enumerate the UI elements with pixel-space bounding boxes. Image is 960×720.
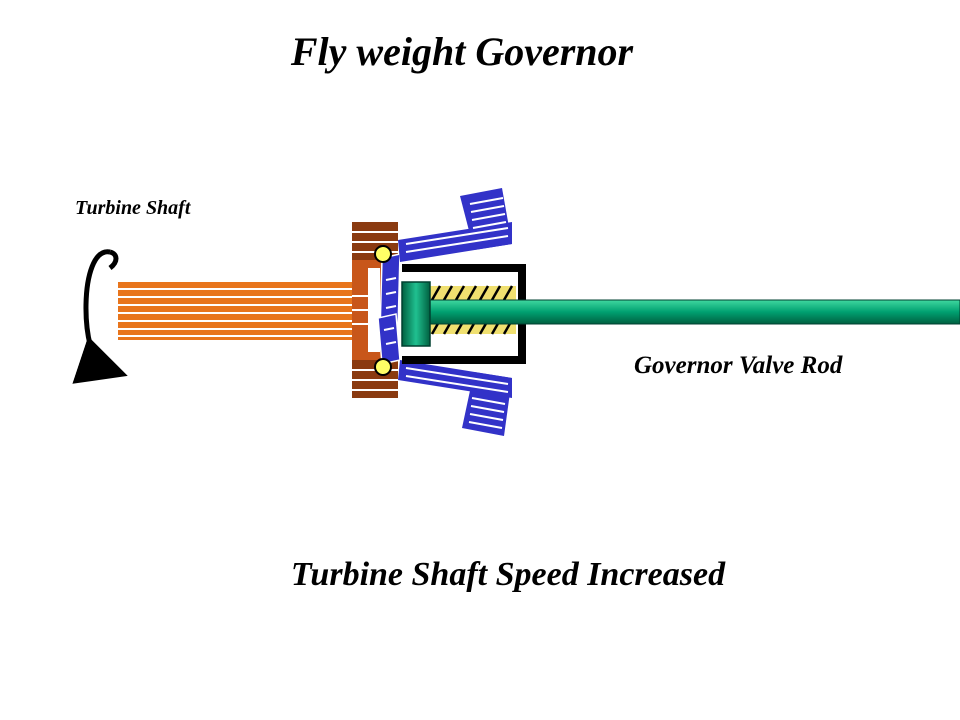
governor-valve-rod <box>401 281 960 347</box>
turbine-shaft-label: Turbine Shaft <box>75 197 191 219</box>
turbine-shaft <box>118 282 358 340</box>
governor-valve-rod-label: Governor Valve Rod <box>634 352 843 379</box>
caption: Turbine Shaft Speed Increased <box>290 556 726 593</box>
page-title: Fly weight Governor <box>290 29 634 74</box>
lower-flyweight <box>377 313 512 436</box>
upper-pivot <box>374 245 392 263</box>
rotation-arrow-icon <box>72 249 128 384</box>
lower-pivot <box>374 358 392 376</box>
